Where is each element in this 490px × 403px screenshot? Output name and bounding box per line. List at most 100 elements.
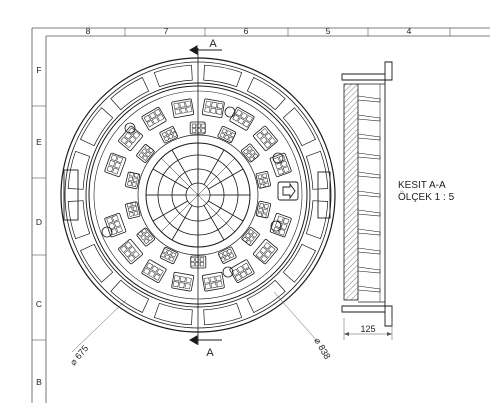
inner-grid-cells xyxy=(124,121,272,269)
center-spoke xyxy=(208,200,244,222)
grid-cell xyxy=(171,98,195,119)
rim-slot xyxy=(305,200,329,240)
section-rib xyxy=(357,133,381,141)
grid-cell xyxy=(141,107,167,131)
section-rib xyxy=(357,95,381,103)
dimension-section-height: 125 xyxy=(360,324,375,334)
rim-slot xyxy=(282,243,316,283)
section-marker-top-label: A xyxy=(209,38,217,50)
diameter-leaders xyxy=(71,291,319,353)
row-label-B: B xyxy=(36,377,42,387)
grid-cell xyxy=(241,143,260,163)
section-ribs xyxy=(357,95,381,293)
grid-cell xyxy=(104,212,127,238)
section-rib xyxy=(357,228,381,236)
grid-cell xyxy=(218,246,237,264)
grid-cell xyxy=(253,239,278,265)
center-spoke xyxy=(208,168,244,190)
rim-slot xyxy=(153,64,193,88)
section-rib xyxy=(357,209,381,217)
col-label-8: 8 xyxy=(86,26,91,36)
grid-cell xyxy=(253,125,278,151)
row-label-C: C xyxy=(36,299,42,309)
section-rib xyxy=(357,114,381,122)
outer-grid-cells xyxy=(104,98,292,292)
lifting-hole xyxy=(224,106,236,118)
rim-slot xyxy=(67,150,91,190)
grid-cell xyxy=(229,107,255,131)
section-rib xyxy=(357,152,381,160)
rim-slot xyxy=(67,200,91,240)
column-ticks xyxy=(124,28,451,36)
drawing-frame xyxy=(31,27,490,403)
cover-plan-view xyxy=(60,48,336,345)
rim-slot xyxy=(153,302,193,326)
rim-slot xyxy=(305,150,329,190)
section-flange-top xyxy=(341,61,393,81)
section-rib xyxy=(357,171,381,179)
grid-cell xyxy=(124,171,141,190)
grid-cell xyxy=(159,246,179,265)
row-label-D: D xyxy=(36,217,42,227)
lifting-hole xyxy=(270,220,282,232)
grid-cell xyxy=(255,171,271,189)
right-arrow-icon xyxy=(277,181,299,201)
grid-cell xyxy=(255,200,272,219)
section-view-a-a xyxy=(341,61,393,340)
rim-slot xyxy=(110,279,150,313)
grid-cell xyxy=(217,125,237,144)
frame-column-labels: 8 7 6 5 4 xyxy=(86,26,412,36)
lifting-hole xyxy=(124,122,136,134)
section-rib xyxy=(357,285,381,293)
rim-slot xyxy=(203,64,243,88)
grid-cell xyxy=(136,227,155,247)
section-marker-bottom-label: A xyxy=(206,347,214,359)
lifting-hole xyxy=(101,226,113,238)
col-label-4: 4 xyxy=(407,26,412,36)
col-label-6: 6 xyxy=(244,26,249,36)
center-spoke xyxy=(152,200,188,222)
grid-cell xyxy=(269,212,292,238)
rim-slot xyxy=(246,279,286,313)
grid-cell xyxy=(141,259,167,283)
rim-slot xyxy=(80,243,114,283)
col-label-7: 7 xyxy=(164,26,169,36)
section-marker-top xyxy=(188,45,222,55)
rim-slot xyxy=(246,77,286,111)
row-ticks xyxy=(32,105,46,341)
center-spoke xyxy=(203,205,225,241)
rim-slots xyxy=(67,64,329,326)
section-title-line1: KESIT A-A xyxy=(398,180,446,191)
grid-cell xyxy=(201,98,225,119)
section-marker-bottom xyxy=(188,335,222,345)
grid-cell xyxy=(136,144,155,163)
rim-slot xyxy=(110,77,150,111)
grid-cell xyxy=(159,126,178,144)
rim-slot xyxy=(80,107,114,147)
section-rib xyxy=(357,247,381,255)
center-spoke xyxy=(171,205,193,241)
row-label-E: E xyxy=(36,137,42,147)
grid-cell xyxy=(241,227,260,246)
grid-cell xyxy=(125,201,141,219)
center-spokes xyxy=(146,143,250,247)
col-label-5: 5 xyxy=(326,26,331,36)
section-rib xyxy=(357,190,381,198)
grid-cell xyxy=(201,271,225,292)
section-lid-hatch xyxy=(343,83,359,301)
lifting-holes xyxy=(101,106,284,278)
rim-slot xyxy=(282,107,316,147)
grid-cell xyxy=(269,152,292,178)
center-spoke xyxy=(203,149,225,185)
grid-cell xyxy=(118,239,143,265)
dimension-outer-diameter: ⌀ 838 xyxy=(312,336,332,361)
rim-slot xyxy=(203,302,243,326)
section-title-line2: ÖLÇEK 1 : 5 xyxy=(398,191,455,203)
grid-cell xyxy=(171,271,195,292)
lifting-hole xyxy=(222,266,234,278)
grid-cell xyxy=(229,259,255,283)
dimension-inner-diameter: ⌀ 675 xyxy=(68,343,90,367)
section-rib xyxy=(357,266,381,274)
lifting-hole xyxy=(272,152,284,164)
